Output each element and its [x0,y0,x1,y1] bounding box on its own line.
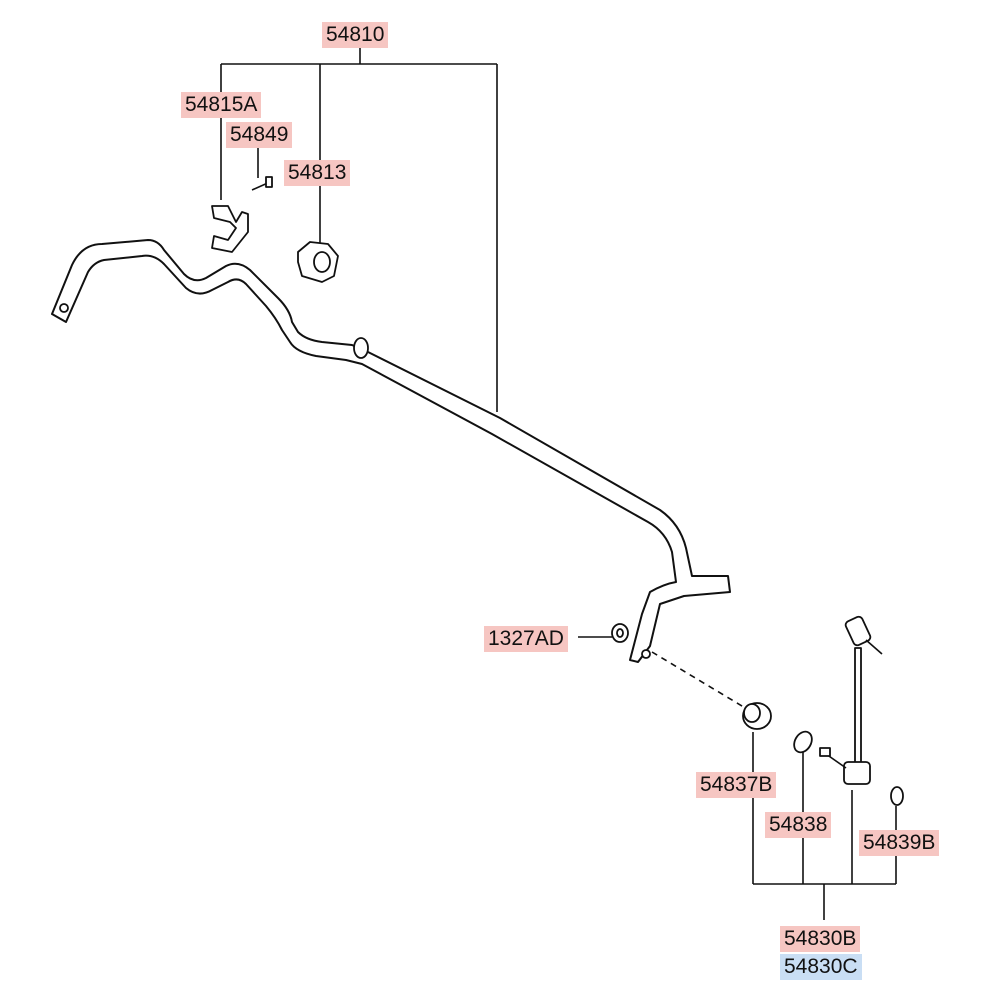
bolt [251,176,273,191]
label-link-assembly-54830b[interactable]: 54830B [780,926,861,952]
label-bushing-54813[interactable]: 54813 [284,160,351,186]
label-link-assembly-54830c[interactable]: 54830C [780,954,862,980]
callout-lines [220,48,897,920]
label-nut-1327ad[interactable]: 1327AD [484,626,568,652]
label-bolt-54849[interactable]: 54849 [226,122,293,148]
nut [611,623,629,643]
label-link-bushing-54837b[interactable]: 54837B [696,772,777,798]
ring [890,786,904,806]
label-ring-54839b[interactable]: 54839B [859,830,940,856]
clamp-bracket [211,205,249,253]
label-washer-54838[interactable]: 54838 [765,812,832,838]
link-bushing [742,702,772,730]
stabilizer-bar [51,239,731,663]
label-assembly-54810[interactable]: 54810 [322,22,389,48]
stabilizer-link [819,615,883,785]
washer [793,730,813,754]
bushing [297,241,339,283]
label-bracket-54815a[interactable]: 54815A [181,92,262,118]
